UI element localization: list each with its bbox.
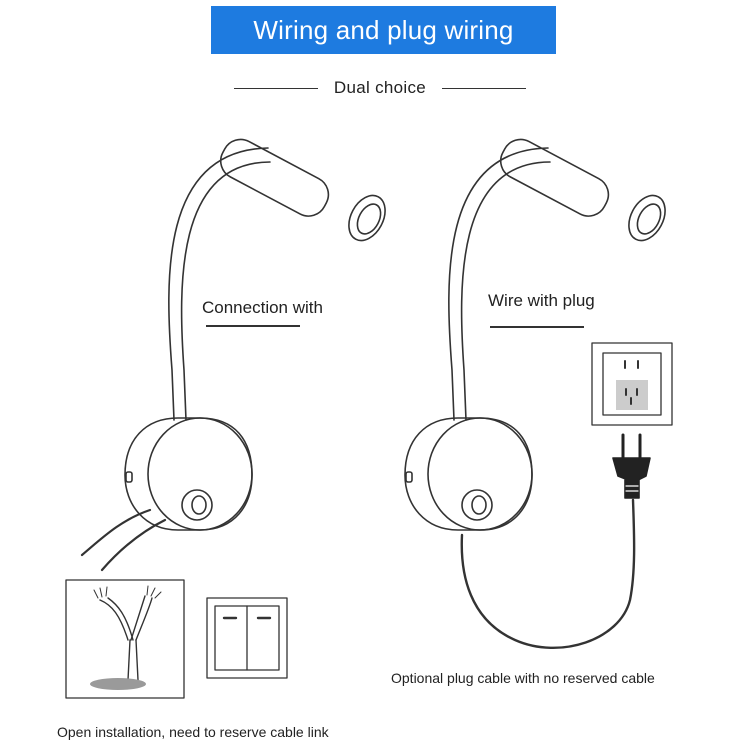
subtitle-row: Dual choice bbox=[230, 76, 530, 100]
left-lamp-illustration bbox=[80, 138, 386, 572]
left-caption: Open installation, need to reserve cable… bbox=[57, 724, 329, 740]
plug-label-underline bbox=[490, 326, 584, 328]
title-banner: Wiring and plug wiring bbox=[211, 6, 556, 54]
right-lamp-illustration bbox=[404, 138, 666, 649]
right-caption: Optional plug cable with no reserved cab… bbox=[391, 670, 655, 686]
wall-socket-icon bbox=[591, 342, 673, 426]
subtitle-rule-right bbox=[442, 87, 527, 89]
cable-end-shadow bbox=[90, 678, 146, 690]
socket-shade bbox=[616, 380, 648, 410]
plug-label: Wire with plug bbox=[488, 291, 595, 310]
subtitle-rule-left bbox=[233, 87, 318, 89]
page-title: Wiring and plug wiring bbox=[253, 14, 514, 45]
connection-label: Connection with bbox=[202, 298, 323, 317]
plug-icon bbox=[612, 433, 651, 499]
connection-label-underline bbox=[206, 325, 300, 327]
cable-end-inset bbox=[65, 579, 185, 699]
wall-switch-icon bbox=[206, 597, 288, 679]
subtitle-text: Dual choice bbox=[333, 78, 427, 97]
